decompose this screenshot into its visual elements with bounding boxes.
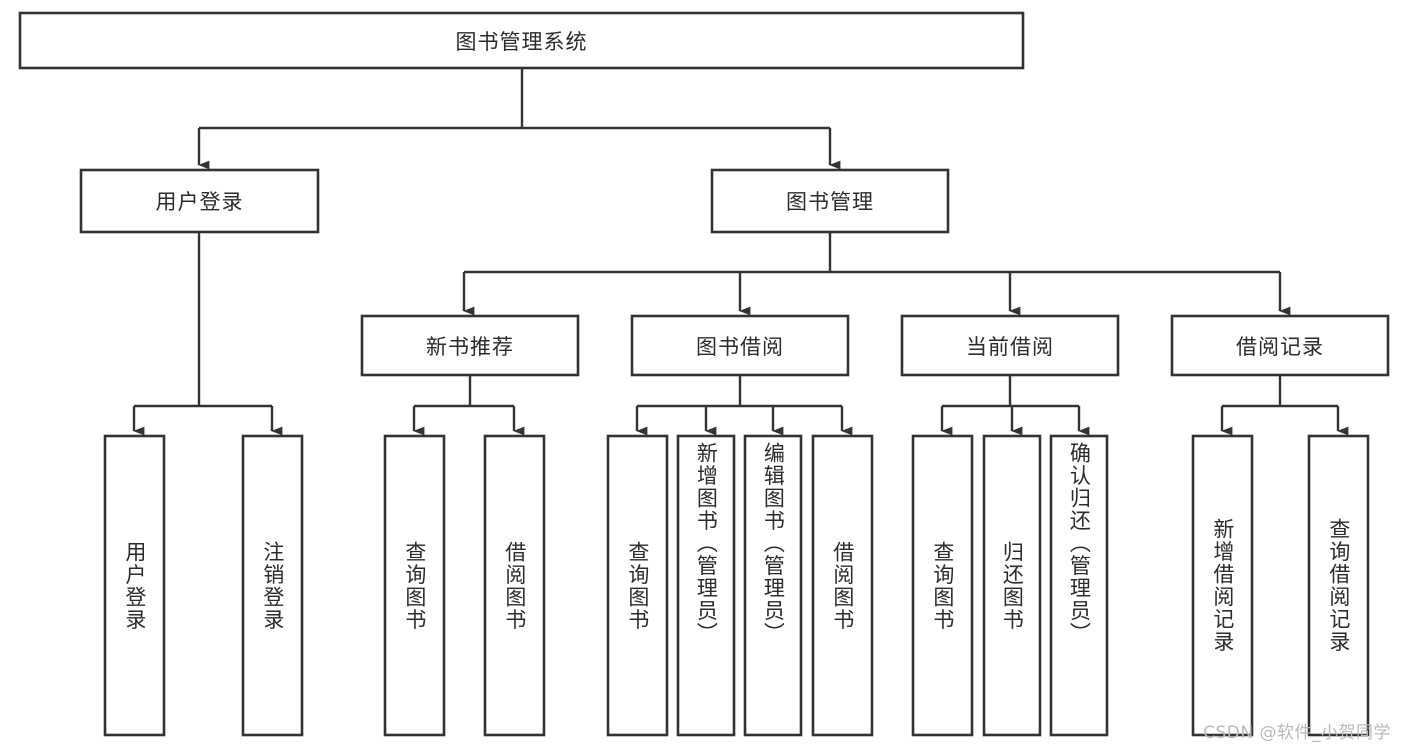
node-user-login-box[interactable] — [79, 168, 320, 234]
node-leaf-query-book-1-box[interactable] — [383, 434, 446, 737]
node-root-box[interactable] — [18, 11, 1025, 70]
node-new-book-recommend-box[interactable] — [360, 314, 580, 377]
node-leaf-logout-login-box[interactable] — [241, 434, 304, 737]
node-leaf-query-book-3-box[interactable] — [911, 434, 974, 737]
node-leaf-return-book-box[interactable] — [982, 434, 1042, 737]
node-leaf-query-book-2-box[interactable] — [606, 434, 669, 737]
node-book-management-box[interactable] — [710, 168, 950, 234]
node-leaf-add-borrow-record-box[interactable] — [1191, 434, 1254, 737]
node-leaf-borrow-book-1-box[interactable] — [483, 434, 546, 737]
node-leaf-add-book-box[interactable] — [676, 434, 736, 737]
node-leaf-borrow-book-2-box[interactable] — [811, 434, 874, 737]
node-leaf-confirm-return-box[interactable] — [1049, 434, 1109, 737]
node-borrow-record-box[interactable] — [1170, 314, 1390, 377]
node-current-borrow-box[interactable] — [900, 314, 1120, 377]
node-book-borrow-box[interactable] — [630, 314, 850, 377]
node-leaf-query-borrow-record-box[interactable] — [1307, 434, 1370, 737]
node-leaf-edit-book-box[interactable] — [743, 434, 803, 737]
node-leaf-user-login-box[interactable] — [103, 434, 166, 737]
